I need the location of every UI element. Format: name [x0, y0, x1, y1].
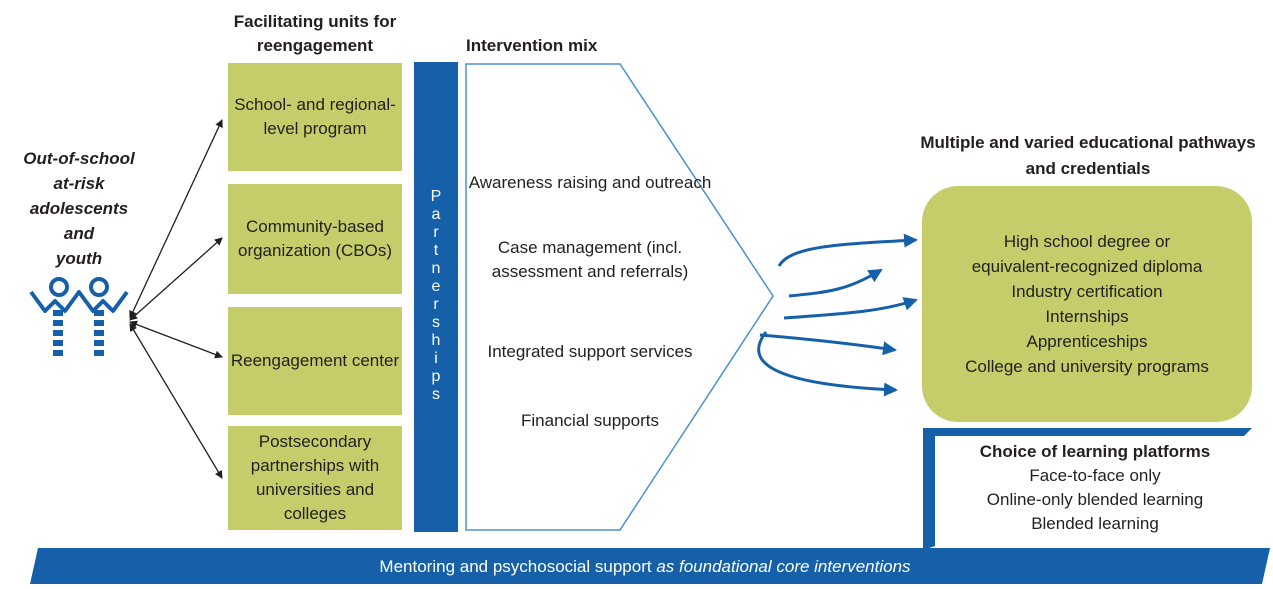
target-group-line: youth [55, 249, 103, 268]
intervention-mix-heading: Intervention mix [466, 36, 598, 55]
partnerships-bar: P a r t n e r s h i p s [414, 62, 458, 532]
target-group-line: and [63, 224, 95, 243]
target-group-line: at-risk [53, 174, 105, 193]
pathway-item: College and university programs [965, 357, 1209, 376]
partnerships-letter: i [434, 350, 438, 367]
foundation-band [30, 548, 1270, 584]
unit-label: Community-based organization (CBOs) [237, 217, 392, 260]
unit-school-regional: School- and regional-level program [228, 63, 402, 171]
target-group-line: adolescents [29, 199, 129, 218]
learning-platform-item: Blended learning [1031, 514, 1159, 533]
target-group-line: Out-of-school [23, 149, 135, 168]
intervention-item: Case management (incl. assessment and re… [491, 238, 689, 281]
learning-platforms: Choice of learning platforms Face-to-fac… [936, 440, 1254, 536]
unit-label: Postsecondary partnerships with universi… [250, 432, 380, 523]
unit-label: Reengagement center [230, 351, 400, 370]
partnerships-letter: s [432, 314, 440, 331]
unit-postsecondary: Postsecondary partnerships with universi… [228, 426, 402, 530]
intervention-item: Awareness raising and outreach [468, 173, 712, 192]
intervention-chevron [465, 63, 774, 531]
foundation-italic-text: as foundational core interventions [656, 557, 911, 576]
partnerships-letter: n [431, 260, 441, 277]
facilitating-units-heading: Facilitating units for reengagement [233, 12, 397, 55]
unit-cbo: Community-based organization (CBOs) [228, 184, 402, 294]
unit-reengagement-center: Reengagement center [228, 307, 402, 415]
intervention-item: Financial supports [521, 411, 659, 430]
pathway-arrows [757, 233, 918, 397]
unit-connector-arrows [129, 119, 223, 479]
pathway-item: Internships [1045, 307, 1129, 326]
pathway-item: Apprenticeships [1026, 332, 1148, 351]
partnerships-letter: e [431, 278, 441, 295]
partnerships-letter: r [433, 296, 439, 313]
learning-platform-item: Online-only blended learning [986, 490, 1204, 509]
pathway-item: equivalent-recognized diploma [971, 257, 1203, 276]
partnerships-letter: h [431, 332, 441, 349]
foundation-text: Mentoring and psychosocial support [379, 557, 652, 576]
pathway-item: High school degree or [1003, 232, 1171, 251]
partnerships-letter: t [433, 242, 439, 259]
partnerships-letter: P [430, 188, 442, 205]
partnerships-letter: p [431, 368, 441, 385]
pathway-item: Industry certification [1011, 282, 1163, 301]
target-group-label: Out-of-school at-risk adolescents and yo… [4, 146, 154, 271]
learning-platforms-title: Choice of learning platforms [979, 442, 1211, 461]
unit-label: School- and regional-level program [234, 95, 396, 138]
partnerships-letter: a [431, 206, 441, 223]
people-group-icon [29, 277, 129, 356]
learning-platform-item: Face-to-face only [1029, 466, 1161, 485]
foundation-label: Mentoring and psychosocial support as fo… [30, 552, 1260, 582]
pathways-box: High school degree or equivalent-recogni… [922, 186, 1252, 422]
partnerships-letter: r [433, 224, 439, 241]
partnerships-letter: s [432, 386, 440, 403]
pathways-heading: Multiple and varied educational pathways… [920, 133, 1256, 178]
intervention-item: Integrated support services [487, 342, 693, 361]
